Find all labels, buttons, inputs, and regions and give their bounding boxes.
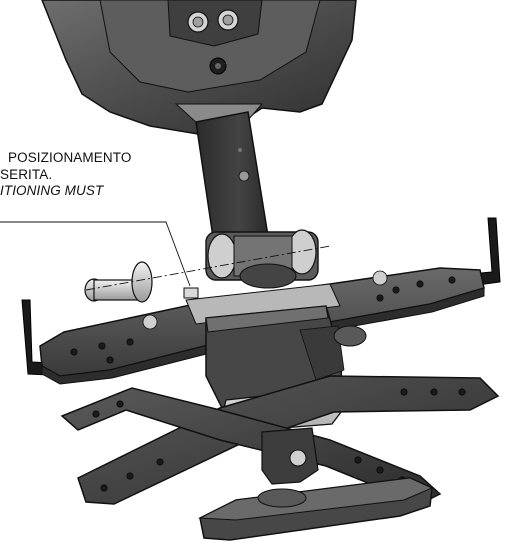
annotation-line-3: ITIONING MUST — [0, 183, 104, 198]
vertical-arm — [195, 111, 269, 245]
callout-leader — [0, 221, 191, 287]
lower-x-frame — [60, 375, 500, 505]
annotation-text: POSIZIONAMENTO SERITA. ITIONING MUST — [0, 150, 131, 200]
knob-left — [187, 11, 209, 33]
locking-pin — [84, 261, 153, 303]
hinge-block — [205, 229, 319, 289]
pin-washer — [183, 287, 199, 299]
assembly-axis — [85, 245, 331, 291]
base-foot — [198, 427, 434, 541]
knob-right — [217, 9, 239, 31]
top-housing — [41, 0, 357, 135]
annotation-line-1: POSIZIONAMENTO — [8, 150, 132, 165]
annotation-line-2: SERITA. — [0, 166, 53, 182]
housing-screw — [209, 57, 227, 75]
